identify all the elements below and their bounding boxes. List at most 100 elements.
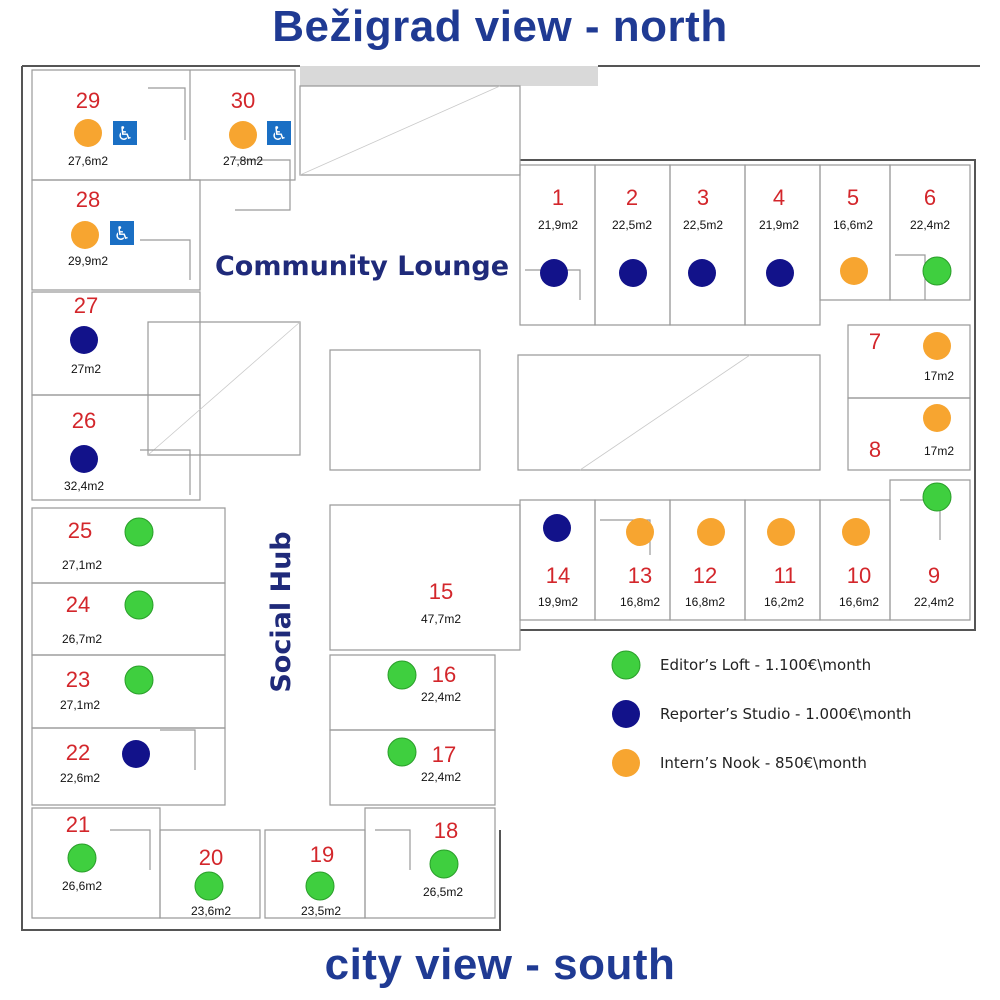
room-area: 26,7m2 — [62, 632, 102, 646]
room-area: 16,8m2 — [620, 595, 660, 609]
room-number: 28 — [76, 187, 100, 212]
room-12[interactable]: 12 16,8m2 — [685, 518, 725, 609]
reporter-marker — [540, 259, 568, 287]
room-area: 22,4m2 — [421, 690, 461, 704]
room-3[interactable]: 3 22,5m2 — [683, 185, 723, 287]
room-area: 27,1m2 — [62, 558, 102, 572]
reporter-marker — [688, 259, 716, 287]
room-number: 2 — [626, 185, 638, 210]
room-number: 5 — [847, 185, 859, 210]
room-number: 8 — [869, 437, 881, 462]
room-area: 21,9m2 — [759, 218, 799, 232]
room-area: 22,6m2 — [60, 771, 100, 785]
room-number: 18 — [434, 818, 458, 843]
reporter-marker — [766, 259, 794, 287]
community-lounge-label: Community Lounge — [215, 251, 509, 282]
room-area: 22,4m2 — [910, 218, 950, 232]
editor-marker — [67, 843, 97, 873]
room-area: 23,5m2 — [301, 904, 341, 918]
social-hub-label: Social Hub — [266, 531, 297, 692]
south-view-title: city view - south — [324, 940, 676, 989]
room-1[interactable]: 1 21,9m2 — [538, 185, 578, 287]
legend-label: Editor’s Loft - 1.100€\month — [660, 656, 871, 674]
legend-label: Intern’s Nook - 850€\month — [660, 754, 867, 772]
floor-plan-walls — [21, 65, 980, 931]
intern-marker — [229, 121, 257, 149]
room-area: 27,6m2 — [68, 154, 108, 168]
editor-marker — [922, 482, 952, 512]
reporter-marker — [122, 740, 150, 768]
room-2[interactable]: 2 22,5m2 — [612, 185, 652, 287]
room-number: 17 — [432, 742, 456, 767]
svg-text:♿: ♿ — [116, 123, 133, 145]
room-area: 21,9m2 — [538, 218, 578, 232]
intern-marker — [626, 518, 654, 546]
intern-marker — [697, 518, 725, 546]
room-area: 16,8m2 — [685, 595, 725, 609]
svg-text:♿: ♿ — [270, 123, 287, 145]
room-number: 1 — [552, 185, 564, 210]
room-number: 12 — [693, 563, 717, 588]
room-6[interactable]: 6 22,4m2 — [910, 185, 952, 286]
room-number: 3 — [697, 185, 709, 210]
reporter-marker — [70, 445, 98, 473]
reporter-marker — [543, 514, 571, 542]
room-area: 22,5m2 — [612, 218, 652, 232]
intern-marker — [842, 518, 870, 546]
room-19[interactable]: 19 23,5m2 — [301, 842, 341, 918]
editor-legend-marker — [611, 650, 641, 680]
editor-marker — [922, 256, 952, 286]
intern-marker — [71, 221, 99, 249]
room-area: 47,7m2 — [421, 612, 461, 626]
room-29[interactable]: 29 27,6m2 ♿ — [68, 88, 137, 168]
legend-label: Reporter’s Studio - 1.000€\month — [660, 705, 911, 723]
room-number: 7 — [869, 329, 881, 354]
room-number: 29 — [76, 88, 100, 113]
rooms-layer: 2927,6m2♿3027,8m2♿2829,9m2♿2727m22632,4m… — [60, 88, 954, 918]
reporter-marker — [619, 259, 647, 287]
room-number: 27 — [74, 293, 98, 318]
wheelchair-icon: ♿ — [110, 221, 134, 245]
room-9[interactable]: 922,4m2 — [914, 482, 954, 609]
reporter-marker — [70, 326, 98, 354]
room-5[interactable]: 516,6m2 — [833, 185, 873, 285]
legend-item-reporter: Reporter’s Studio - 1.000€\month — [612, 700, 911, 728]
room-area: 16,6m2 — [839, 595, 879, 609]
room-number: 26 — [72, 408, 96, 433]
editor-marker — [124, 665, 154, 695]
room-number: 6 — [924, 185, 936, 210]
intern-legend-marker — [612, 749, 640, 777]
room-number: 19 — [310, 842, 334, 867]
editor-marker — [387, 660, 417, 690]
wheelchair-icon: ♿ — [267, 121, 291, 145]
room-number: 20 — [199, 845, 223, 870]
room-number: 23 — [66, 667, 90, 692]
room-4[interactable]: 421,9m2 — [759, 185, 799, 287]
room-area: 22,5m2 — [683, 218, 723, 232]
room-area: 26,6m2 — [62, 879, 102, 893]
intern-marker — [74, 119, 102, 147]
editor-marker — [124, 517, 154, 547]
room-number: 14 — [546, 563, 570, 588]
